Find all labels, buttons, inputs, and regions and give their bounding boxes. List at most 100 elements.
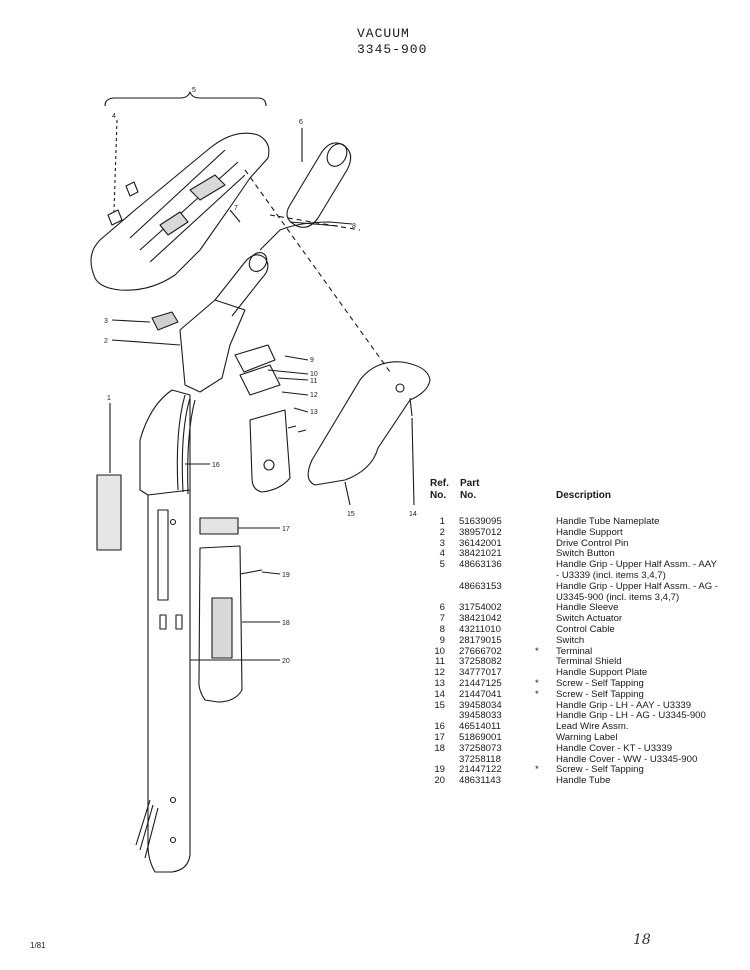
ref-cell: 18 xyxy=(434,742,445,754)
part-number-cell: 37258118 xyxy=(459,753,501,765)
part-number-cell: 51869001 xyxy=(459,731,502,743)
handle-cover xyxy=(198,545,243,703)
footer-date: 1/81 xyxy=(30,941,46,950)
ref-cell: 13 xyxy=(434,677,445,689)
description-cell: Handle Grip - LH - AAY - U3339 xyxy=(556,699,692,711)
part-number-cell: 48631143 xyxy=(459,775,501,787)
callout-17: 17 xyxy=(282,526,290,533)
part-number-cell: 39458033 xyxy=(459,710,502,722)
service-mark-cell: * xyxy=(535,688,539,700)
ref-cell: 15 xyxy=(434,699,445,711)
ref-cell: 6 xyxy=(439,602,445,614)
callout-9: 9 xyxy=(310,357,314,364)
diagram-title: VACUUM xyxy=(357,26,410,41)
ref-header-line1: Ref. xyxy=(430,478,449,489)
part-number-cell: 48663153 xyxy=(459,580,502,592)
ref-cell: 16 xyxy=(434,721,445,733)
callout-15: 15 xyxy=(347,511,355,518)
description-cell: Handle Tube xyxy=(556,775,611,787)
part-number-cell: 36142001 xyxy=(459,537,502,549)
callout-16: 16 xyxy=(212,462,220,469)
callout-18: 18 xyxy=(282,620,290,627)
part-header-line2: No. xyxy=(460,490,477,501)
description-cell: Handle Cover - WW - U3345-900 xyxy=(556,753,698,765)
handle-tube-nameplate xyxy=(96,474,122,551)
drive-control-pin xyxy=(151,311,179,331)
part-number-cell: 37258073 xyxy=(459,742,502,754)
callout-14: 14 xyxy=(409,511,417,518)
handle-tube xyxy=(139,389,191,873)
description-cell: Terminal Shield xyxy=(556,656,622,668)
ref-header: Ref. No. xyxy=(430,478,449,502)
service-mark-cell: * xyxy=(535,764,539,776)
callout-8: 8 xyxy=(352,223,356,230)
description-cell: Screw - Self Tapping xyxy=(556,764,644,776)
description-cell: Switch xyxy=(556,634,585,646)
ref-cell: 3 xyxy=(439,537,445,549)
part-number-cell: 31754002 xyxy=(459,602,502,614)
handle-sleeve xyxy=(286,142,352,228)
part-number-cell: 39458034 xyxy=(459,699,502,711)
callout-1: 1 xyxy=(107,395,111,402)
lead-wire xyxy=(176,394,196,495)
description-cell: Drive Control Pin xyxy=(556,537,629,549)
description-cell: Handle Grip - Upper Half Assm. - AAY xyxy=(556,559,717,571)
description-header: Description xyxy=(556,490,612,501)
handle-support-plate xyxy=(249,409,291,493)
handle-grip-lh xyxy=(307,361,431,486)
handle-support xyxy=(179,299,246,393)
part-number-cell: 37258082 xyxy=(459,656,502,668)
part-number-cell: 28179015 xyxy=(459,634,502,646)
part-number-cell: 38421042 xyxy=(459,613,502,625)
part-number-cell: 21447122 xyxy=(459,764,502,776)
callout-2: 2 xyxy=(104,338,108,345)
description-cell: Lead Wire Assm. xyxy=(556,721,629,733)
callout-12: 12 xyxy=(310,392,318,399)
ref-cell: 2 xyxy=(439,526,445,538)
callout-11: 11 xyxy=(310,378,317,385)
description-cell: Warning Label xyxy=(556,731,618,743)
callout-10: 10 xyxy=(310,371,318,378)
ref-cell: 7 xyxy=(439,613,445,625)
callout-13: 13 xyxy=(310,409,318,416)
description-cell: Handle Grip - LH - AG - U3345-900 xyxy=(556,710,706,722)
description-cell: Handle Cover - KT - U3339 xyxy=(556,742,673,754)
handwritten-page-number: 18 xyxy=(633,932,651,948)
part-number-cell: 46514011 xyxy=(459,721,501,733)
part-number-cell: 51639095 xyxy=(459,516,502,527)
callout-3: 3 xyxy=(104,318,108,325)
bracket-5 xyxy=(104,91,267,107)
switch-button xyxy=(107,181,139,226)
part-header: Part No. xyxy=(460,478,479,502)
description-cell: Switch Button xyxy=(556,548,615,560)
screw-14 xyxy=(409,397,413,417)
callout-19: 19 xyxy=(282,572,290,579)
callout-20: 20 xyxy=(282,658,290,665)
description-cell: Handle Grip - Upper Half Assm. - AG - xyxy=(556,580,719,592)
ref-cell: 5 xyxy=(439,559,445,571)
part-number-cell: 21447125 xyxy=(459,677,502,689)
ref-cell: 8 xyxy=(439,623,445,635)
warning-label xyxy=(199,517,239,535)
part-number-cell: 21447041 xyxy=(459,688,502,700)
ref-header-line2: No. xyxy=(430,490,447,501)
tube-end xyxy=(214,254,269,317)
part-number-cell: 43211010 xyxy=(459,623,501,635)
control-cable xyxy=(259,221,353,251)
part-number-cell: 48663136 xyxy=(459,559,502,571)
part-number-cell: 38957012 xyxy=(459,526,502,538)
description-cell: Screw - Self Tapping xyxy=(556,688,644,700)
switch xyxy=(234,344,276,373)
part-number-cell: 34777017 xyxy=(459,667,502,679)
ref-cell: 17 xyxy=(434,731,445,743)
description-cell: Control Cable xyxy=(556,623,615,635)
ref-cell: 12 xyxy=(434,667,445,679)
callout-4: 4 xyxy=(112,113,116,120)
part-header-line1: Part xyxy=(460,478,480,489)
description-cell: Terminal xyxy=(556,645,593,657)
ref-cell: 1 xyxy=(439,516,445,527)
part-number-cell: 38421021 xyxy=(459,548,502,560)
callout-6: 6 xyxy=(299,119,303,126)
ref-cell: 11 xyxy=(435,656,445,668)
description-cell: - U3339 (incl. items 3,4,7) xyxy=(556,569,666,581)
